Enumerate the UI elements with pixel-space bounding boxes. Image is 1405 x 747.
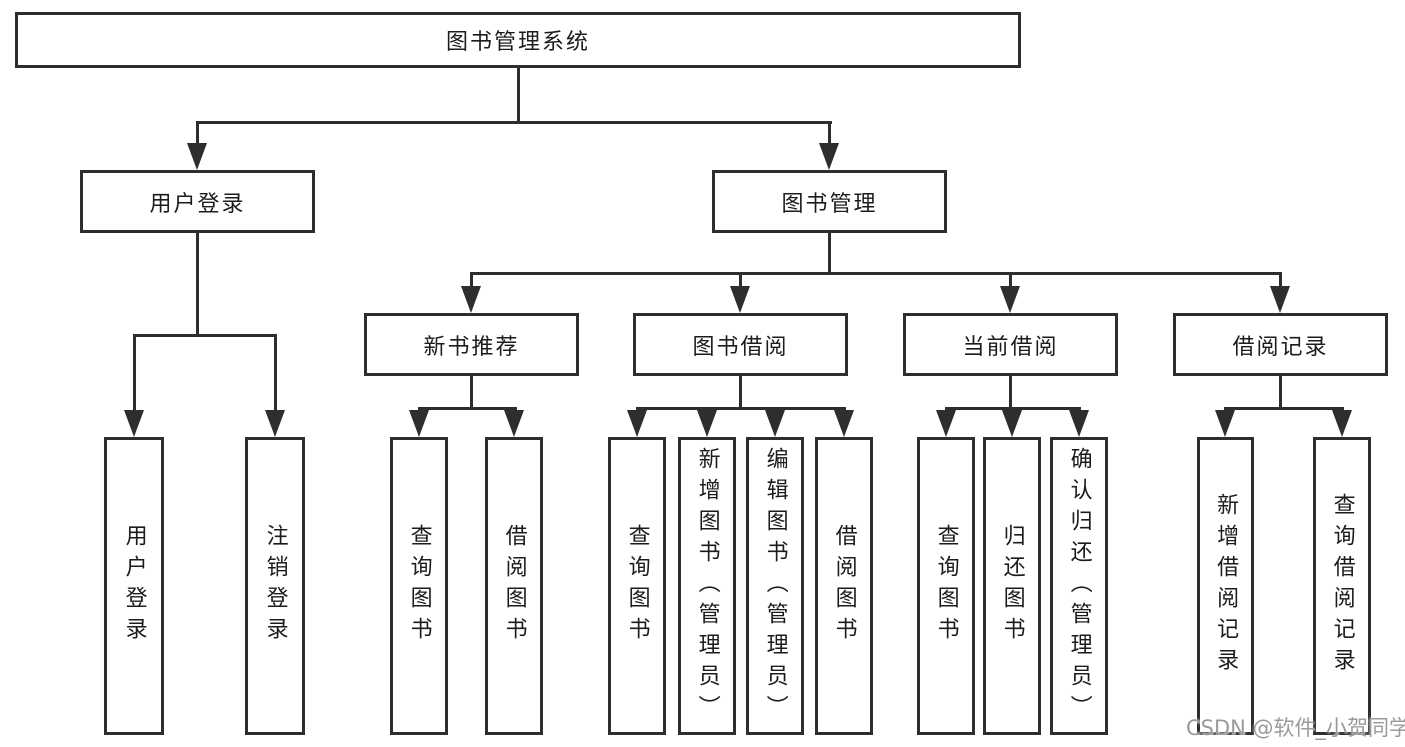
- leaf-add-books-admin-label: 新增图书（管理员）: [694, 446, 720, 726]
- connector-level3-branch: [470, 272, 1282, 275]
- leaf-query-books-borrow-label: 查询图书: [624, 524, 650, 648]
- node-borrow-records: 借阅记录: [1173, 313, 1388, 376]
- leaf-query-books-recommend: 查询图书: [390, 437, 448, 735]
- connector-user-login-down: [196, 233, 199, 337]
- connector-user-login-branch: [133, 334, 277, 337]
- node-new-book-recommend-label: 新书推荐: [423, 334, 520, 360]
- arrow-g4-leaf3: [1069, 410, 1089, 437]
- arrow-into-leaf-logout: [265, 410, 285, 437]
- leaf-add-books-admin: 新增图书（管理员）: [678, 437, 736, 735]
- connector-g5-down: [1279, 376, 1282, 410]
- leaf-user-login-label: 用户登录: [121, 524, 147, 648]
- leaf-return-books: 归还图书: [983, 437, 1041, 735]
- connector-root-stem: [517, 68, 520, 124]
- arrow-g4-leaf1: [936, 410, 956, 437]
- node-root-label: 图书管理系统: [445, 30, 590, 55]
- connector-bookborrow-stem: [739, 272, 742, 290]
- node-book-borrow: 图书借阅: [633, 313, 848, 376]
- connector-g2-down: [470, 376, 473, 410]
- connector-records-stem: [1279, 272, 1282, 290]
- arrow-into-user-login: [187, 143, 207, 170]
- leaf-borrow-books-label: 借阅图书: [831, 524, 857, 648]
- arrow-into-book-borrow: [730, 286, 750, 313]
- leaf-add-borrow-record: 新增借阅记录: [1197, 437, 1254, 735]
- connector-g4-branch: [945, 407, 1081, 410]
- connector-g5-branch: [1224, 407, 1344, 410]
- leaf-query-books-borrow: 查询图书: [608, 437, 666, 735]
- leaf-query-books-recommend-label: 查询图书: [406, 524, 432, 648]
- leaf-query-borrow-record: 查询借阅记录: [1313, 437, 1371, 735]
- connector-current-stem: [1009, 272, 1012, 290]
- arrow-g3-leaf1: [627, 410, 647, 437]
- arrow-g5-leaf2: [1332, 410, 1352, 437]
- leaf-query-books-current: 查询图书: [917, 437, 975, 735]
- leaf-confirm-return-admin: 确认归还（管理员）: [1050, 437, 1108, 735]
- connector-g3-branch: [636, 407, 846, 410]
- arrow-into-borrow-records: [1270, 286, 1290, 313]
- connector-g2-branch: [418, 407, 517, 410]
- node-root: 图书管理系统: [15, 12, 1021, 68]
- node-book-borrow-label: 图书借阅: [692, 334, 789, 360]
- leaf-edit-books-admin: 编辑图书（管理员）: [746, 437, 804, 735]
- leaf-user-login: 用户登录: [104, 437, 164, 735]
- leaf-logout-label: 注销登录: [262, 524, 288, 648]
- leaf-logout: 注销登录: [245, 437, 305, 735]
- arrow-g3-leaf2: [697, 410, 717, 437]
- node-book-management: 图书管理: [712, 170, 947, 233]
- leaf-borrow-books: 借阅图书: [815, 437, 873, 735]
- connector-leaf-logout-stem: [274, 334, 277, 412]
- leaf-confirm-return-admin-label: 确认归还（管理员）: [1066, 446, 1092, 726]
- arrow-into-current-borrow: [1000, 286, 1020, 313]
- arrow-into-new-book-recommend: [461, 286, 481, 313]
- node-current-borrow: 当前借阅: [903, 313, 1118, 376]
- arrow-g3-leaf3: [765, 410, 785, 437]
- connector-g4-down: [1009, 376, 1012, 410]
- connector-leaf-user-login-stem: [133, 334, 136, 412]
- leaf-return-books-label: 归还图书: [999, 524, 1025, 648]
- arrow-into-leaf-user-login: [124, 410, 144, 437]
- leaf-query-borrow-record-label: 查询借阅记录: [1329, 493, 1355, 679]
- connector-newrec-stem: [470, 272, 473, 290]
- arrow-g2-leaf1: [409, 410, 429, 437]
- arrow-g2-leaf2: [504, 410, 524, 437]
- csdn-watermark: CSDN @软件_小贺同学: [1186, 716, 1405, 740]
- node-user-login-label: 用户登录: [149, 191, 246, 217]
- node-book-management-label: 图书管理: [781, 191, 878, 217]
- leaf-borrow-books-recommend: 借阅图书: [485, 437, 543, 735]
- node-user-login: 用户登录: [80, 170, 315, 233]
- node-borrow-records-label: 借阅记录: [1232, 334, 1329, 360]
- leaf-add-borrow-record-label: 新增借阅记录: [1213, 493, 1239, 679]
- connector-level1-branch: [196, 121, 832, 124]
- leaf-edit-books-admin-label: 编辑图书（管理员）: [762, 446, 788, 726]
- arrow-g4-leaf2: [1002, 410, 1022, 437]
- connector-book-mgmt-down: [828, 233, 831, 275]
- connector-g3-down: [739, 376, 742, 410]
- connector-user-login-stem: [196, 121, 199, 146]
- arrow-g3-leaf4: [834, 410, 854, 437]
- arrow-g5-leaf1: [1215, 410, 1235, 437]
- node-new-book-recommend: 新书推荐: [364, 313, 579, 376]
- leaf-borrow-books-recommend-label: 借阅图书: [501, 524, 527, 648]
- arrow-into-book-mgmt: [819, 143, 839, 170]
- node-current-borrow-label: 当前借阅: [962, 334, 1059, 360]
- connector-book-mgmt-stem: [828, 121, 831, 146]
- leaf-query-books-current-label: 查询图书: [933, 524, 959, 648]
